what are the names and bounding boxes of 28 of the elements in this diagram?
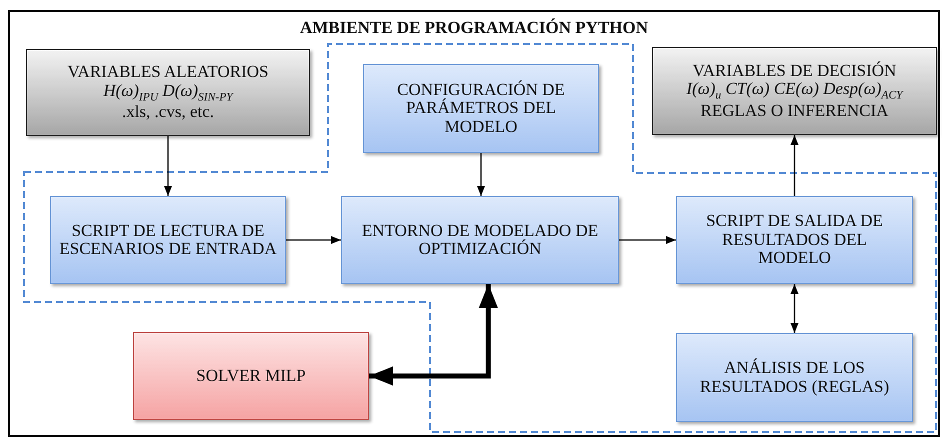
box-label: .xls, .cvs, etc.	[122, 103, 214, 122]
box-label: SCRIPT DE SALIDA DE RESULTADOS DEL MODELO	[705, 212, 884, 268]
box-label: ANÁLISIS DE LOS RESULTADOS (REGLAS)	[698, 359, 890, 396]
process-box	[133, 332, 369, 420]
box-label: H(ω)$_{IPU}$ D(ω)$_{SIN-PY}$	[103, 82, 233, 104]
box-label: REGLAS O INFERENCIA	[700, 102, 888, 120]
process-box	[50, 196, 286, 284]
process-box	[341, 196, 619, 284]
box-label: VARIABLES ALEATORIOS	[67, 63, 269, 82]
arrow	[790, 135, 798, 196]
arrow	[286, 236, 341, 244]
box-label: SCRIPT DE LECTURA DE ESCENARIOS DE ENTRADA	[59, 222, 277, 258]
box-label: I(ω)$_{u}$ CT(ω) CE(ω) Desp(ω)$_{ACY}$	[686, 80, 903, 102]
arrow	[790, 284, 798, 333]
frame-title: AMBIENTE DE PROGRAMACIÓN PYTHON	[298, 18, 650, 38]
process-box	[676, 333, 913, 422]
box-label: SOLVER MILP	[196, 366, 306, 386]
process-box	[676, 196, 913, 284]
process-box	[363, 64, 599, 153]
arrow	[477, 153, 485, 196]
process-box	[26, 49, 310, 136]
box-label: ENTORNO DE MODELADO DE OPTIMIZACIÓN	[360, 222, 600, 258]
arrow	[619, 236, 676, 244]
box-label: CONFIGURACIÓN DE PARÁMETROS DEL MODELO	[396, 80, 566, 136]
arrow	[164, 136, 172, 196]
thick-arrow	[369, 284, 498, 386]
process-box	[652, 47, 937, 135]
box-label: VARIABLES DE DECISIÓN	[692, 62, 896, 80]
